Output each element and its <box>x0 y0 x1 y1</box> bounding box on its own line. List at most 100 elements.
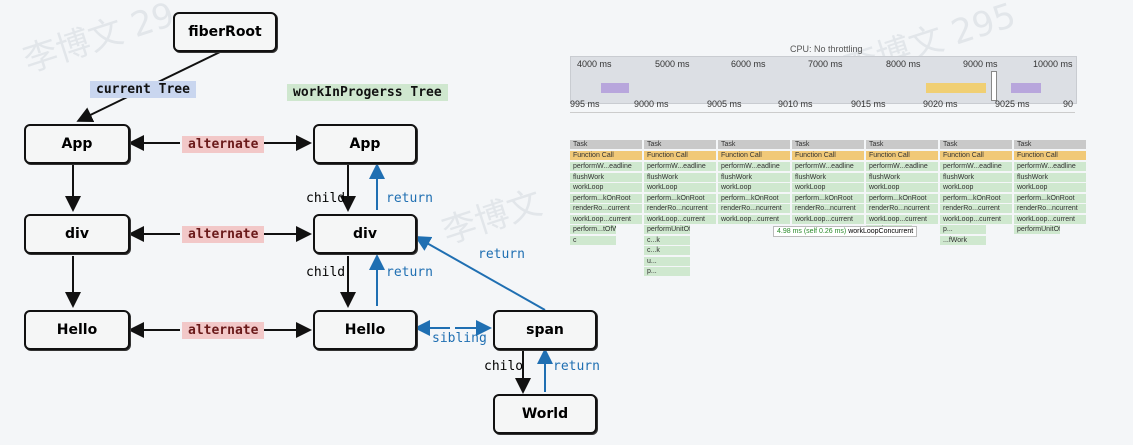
flame-row: renderRo...current <box>940 204 1012 213</box>
overview-title: CPU: No throttling <box>790 44 863 54</box>
flame-function-call: Function Call <box>718 151 790 160</box>
flame-row: perform...kOnRoot <box>644 193 716 203</box>
current-hello-node: Hello <box>24 310 130 350</box>
return-label: return <box>553 359 600 374</box>
flame-row: perform...kOnRoot <box>866 193 938 203</box>
flame-row: perform...kOnRoot <box>940 193 1012 203</box>
flame-row: perform...kOnRoot <box>792 193 864 203</box>
sibling-label: sibling <box>432 331 487 346</box>
overview-tick: 4000 ms <box>577 59 612 69</box>
flame-row: performW...eadline <box>792 162 864 171</box>
flame-row: workLoop <box>644 183 716 192</box>
child-label: child <box>306 191 346 206</box>
flame-row: c <box>570 235 616 245</box>
overview-tick: 7000 ms <box>808 59 843 69</box>
flame-row: workLoop...current <box>940 214 1012 224</box>
flame-row: flushWork <box>644 172 716 182</box>
overview-strip: 4000 ms 5000 ms 6000 ms 7000 ms 8000 ms … <box>570 56 1077 104</box>
flame-row: renderRo...ncurrent <box>866 204 938 213</box>
return-label: return <box>386 191 433 206</box>
flame-row: p... <box>644 267 690 276</box>
flame-row: workLoop...current <box>1014 214 1086 224</box>
alternate-label: alternate <box>182 136 265 153</box>
current-app-node: App <box>24 124 130 164</box>
flame-row: p... <box>940 225 986 234</box>
flame-function-call: Function Call <box>940 151 1012 160</box>
alternate-label: alternate <box>182 226 265 243</box>
flame-row: flushWork <box>940 172 1012 182</box>
flame-tooltip: 4.98 ms (self 0.26 ms) workLoopConcurren… <box>773 226 918 237</box>
flame-function-call: Function Call <box>570 151 642 160</box>
flame-row: workLoop...current <box>866 214 938 224</box>
flame-row: u... <box>644 256 690 266</box>
child-label: chilo <box>484 359 524 374</box>
overview-tick: 9000 ms <box>963 59 998 69</box>
flame-row: workLoop <box>940 183 1012 192</box>
flame-row: perform...kOnRoot <box>1014 193 1086 203</box>
current-tree-label: current Tree <box>90 81 196 98</box>
overview-tick: 6000 ms <box>731 59 766 69</box>
flame-row: workLoop...current <box>718 214 790 224</box>
flame-task: Task <box>718 140 790 149</box>
overview-tick: 5000 ms <box>655 59 690 69</box>
flame-function-call: Function Call <box>1014 151 1086 160</box>
return-label: return <box>478 247 525 262</box>
flame-row: workLoop <box>570 183 642 192</box>
flame-row: ...fWork <box>940 235 986 245</box>
flame-row: performW...eadline <box>940 162 1012 171</box>
flame-row: workLoop <box>866 183 938 192</box>
flame-task: Task <box>940 140 1012 149</box>
flame-row: performW...eadline <box>866 162 938 171</box>
flame-row: c...k <box>644 246 690 255</box>
wip-hello-node: Hello <box>313 310 417 350</box>
flame-row: perform...kOnRoot <box>570 193 642 203</box>
flame-function-call: Function Call <box>644 151 716 160</box>
ruler-tick: 9005 ms <box>707 99 742 109</box>
ruler-tick: 9000 ms <box>634 99 669 109</box>
alternate-label: alternate <box>182 322 265 339</box>
flame-row: performW...eadline <box>644 162 716 171</box>
ruler-tick: 995 ms <box>570 99 600 109</box>
overview-tick: 8000 ms <box>886 59 921 69</box>
flame-row: performUnitOfWork <box>644 225 690 234</box>
flame-row: performW...eadline <box>1014 162 1086 171</box>
wip-tree-label: workInProgerss Tree <box>287 84 448 101</box>
flame-row: workLoop <box>718 183 790 192</box>
ruler-tick: 9020 ms <box>923 99 958 109</box>
flame-row: perform...tOfWork <box>570 225 616 234</box>
flame-row: workLoop...current <box>644 214 716 224</box>
flame-function-call: Function Call <box>792 151 864 160</box>
flame-row: performW...eadline <box>570 162 642 171</box>
flame-task: Task <box>792 140 864 149</box>
flame-task: Task <box>644 140 716 149</box>
overview-tick: 10000 ms <box>1033 59 1073 69</box>
wip-app-node: App <box>313 124 417 164</box>
flame-row: workLoop <box>792 183 864 192</box>
flame-row: renderRo...ncurrent <box>644 204 716 213</box>
time-ruler: 995 ms 9000 ms 9005 ms 9010 ms 9015 ms 9… <box>570 98 1075 113</box>
flame-row: renderRo...current <box>570 204 642 213</box>
flame-task: Task <box>1014 140 1086 149</box>
flame-row: flushWork <box>1014 172 1086 182</box>
return-label: return <box>386 265 433 280</box>
performance-flamechart: CPU: No throttling 4000 ms 5000 ms 6000 … <box>570 40 1086 305</box>
flame-row: performUnitOfWork <box>1014 225 1060 234</box>
wip-div-node: div <box>313 214 417 254</box>
ruler-tick: 9015 ms <box>851 99 886 109</box>
flame-row: performW...eadline <box>718 162 790 171</box>
flame-row: flushWork <box>866 172 938 182</box>
flame-row: renderRo...ncurrent <box>792 204 864 213</box>
fiber-root-node: fiberRoot <box>173 12 277 52</box>
flame-task: Task <box>866 140 938 149</box>
flame-row: workLoop...current <box>570 214 642 224</box>
ruler-tick: 90 <box>1063 99 1074 109</box>
ruler-tick: 9025 ms <box>995 99 1030 109</box>
flame-row: renderRo...ncurrent <box>718 204 790 213</box>
flame-row: perform...kOnRoot <box>718 193 790 203</box>
flame-function-call: Function Call <box>866 151 938 160</box>
current-div-node: div <box>24 214 130 254</box>
flame-row: flushWork <box>718 172 790 182</box>
flame-row: renderRo...ncurrent <box>1014 204 1086 213</box>
